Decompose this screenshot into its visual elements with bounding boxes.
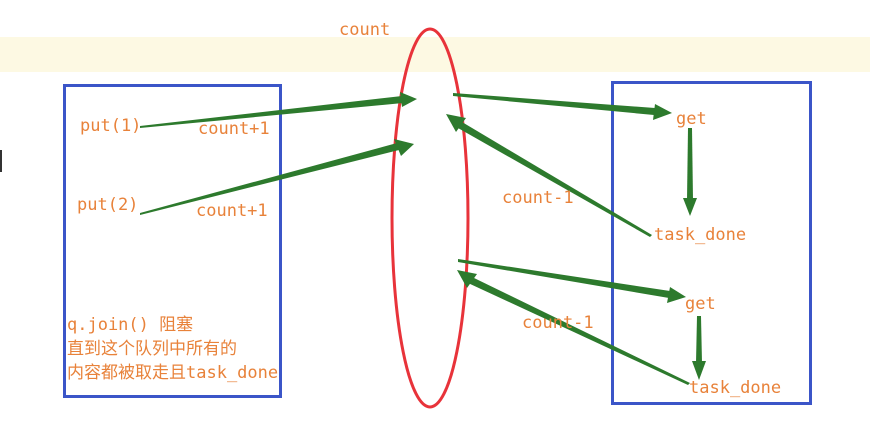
count-minus-1-label: count-1 [522, 313, 594, 333]
get-label: get [676, 109, 707, 129]
done1-arrow-head [446, 114, 466, 132]
edge-mark [0, 150, 2, 172]
put1-arrow-shaft [140, 96, 403, 128]
put2-arrow-head [394, 139, 414, 156]
count-plus-1-label: count+1 [196, 201, 268, 221]
get-label: get [685, 294, 716, 314]
count-minus-1-label: count-1 [502, 188, 574, 208]
consumer-box [611, 81, 812, 405]
put2-arrow-shaft [140, 143, 399, 215]
get1-arrow-shaft [453, 93, 655, 115]
done1-arrow-shaft [458, 122, 652, 237]
done2-arrow-shaft [468, 277, 690, 385]
task-done-label: task_done [654, 225, 747, 245]
done2-arrow-head [457, 270, 477, 288]
join-note-line: 直到这个队列中所有的 [67, 339, 237, 359]
join-note-line: 内容都被取走且task_done [67, 363, 279, 383]
queue-ellipse [390, 27, 470, 409]
put2-label: put(2) [77, 195, 139, 215]
get1-to-done1-head [683, 198, 697, 216]
queue-count-label: count [339, 20, 391, 40]
put1-label: put(1) [80, 116, 142, 136]
join-note-line: q.join() 阻塞 [67, 315, 194, 335]
get2-arrow-head [667, 287, 686, 303]
get2-to-done2-head [692, 361, 706, 380]
highlight-band [0, 37, 870, 72]
get1-arrow-head [653, 104, 672, 120]
put1-arrow-head [400, 92, 417, 107]
producer-box [63, 84, 282, 398]
get1-to-done1-shaft [687, 128, 693, 200]
count-plus-1-label: count+1 [198, 119, 270, 139]
task-done-label: task_done [689, 378, 782, 398]
get2-arrow-shaft [458, 259, 670, 298]
join-note: q.join() 阻塞 直到这个队列中所有的 内容都被取走且task_done [67, 313, 278, 385]
get2-to-done2-shaft [696, 316, 702, 363]
